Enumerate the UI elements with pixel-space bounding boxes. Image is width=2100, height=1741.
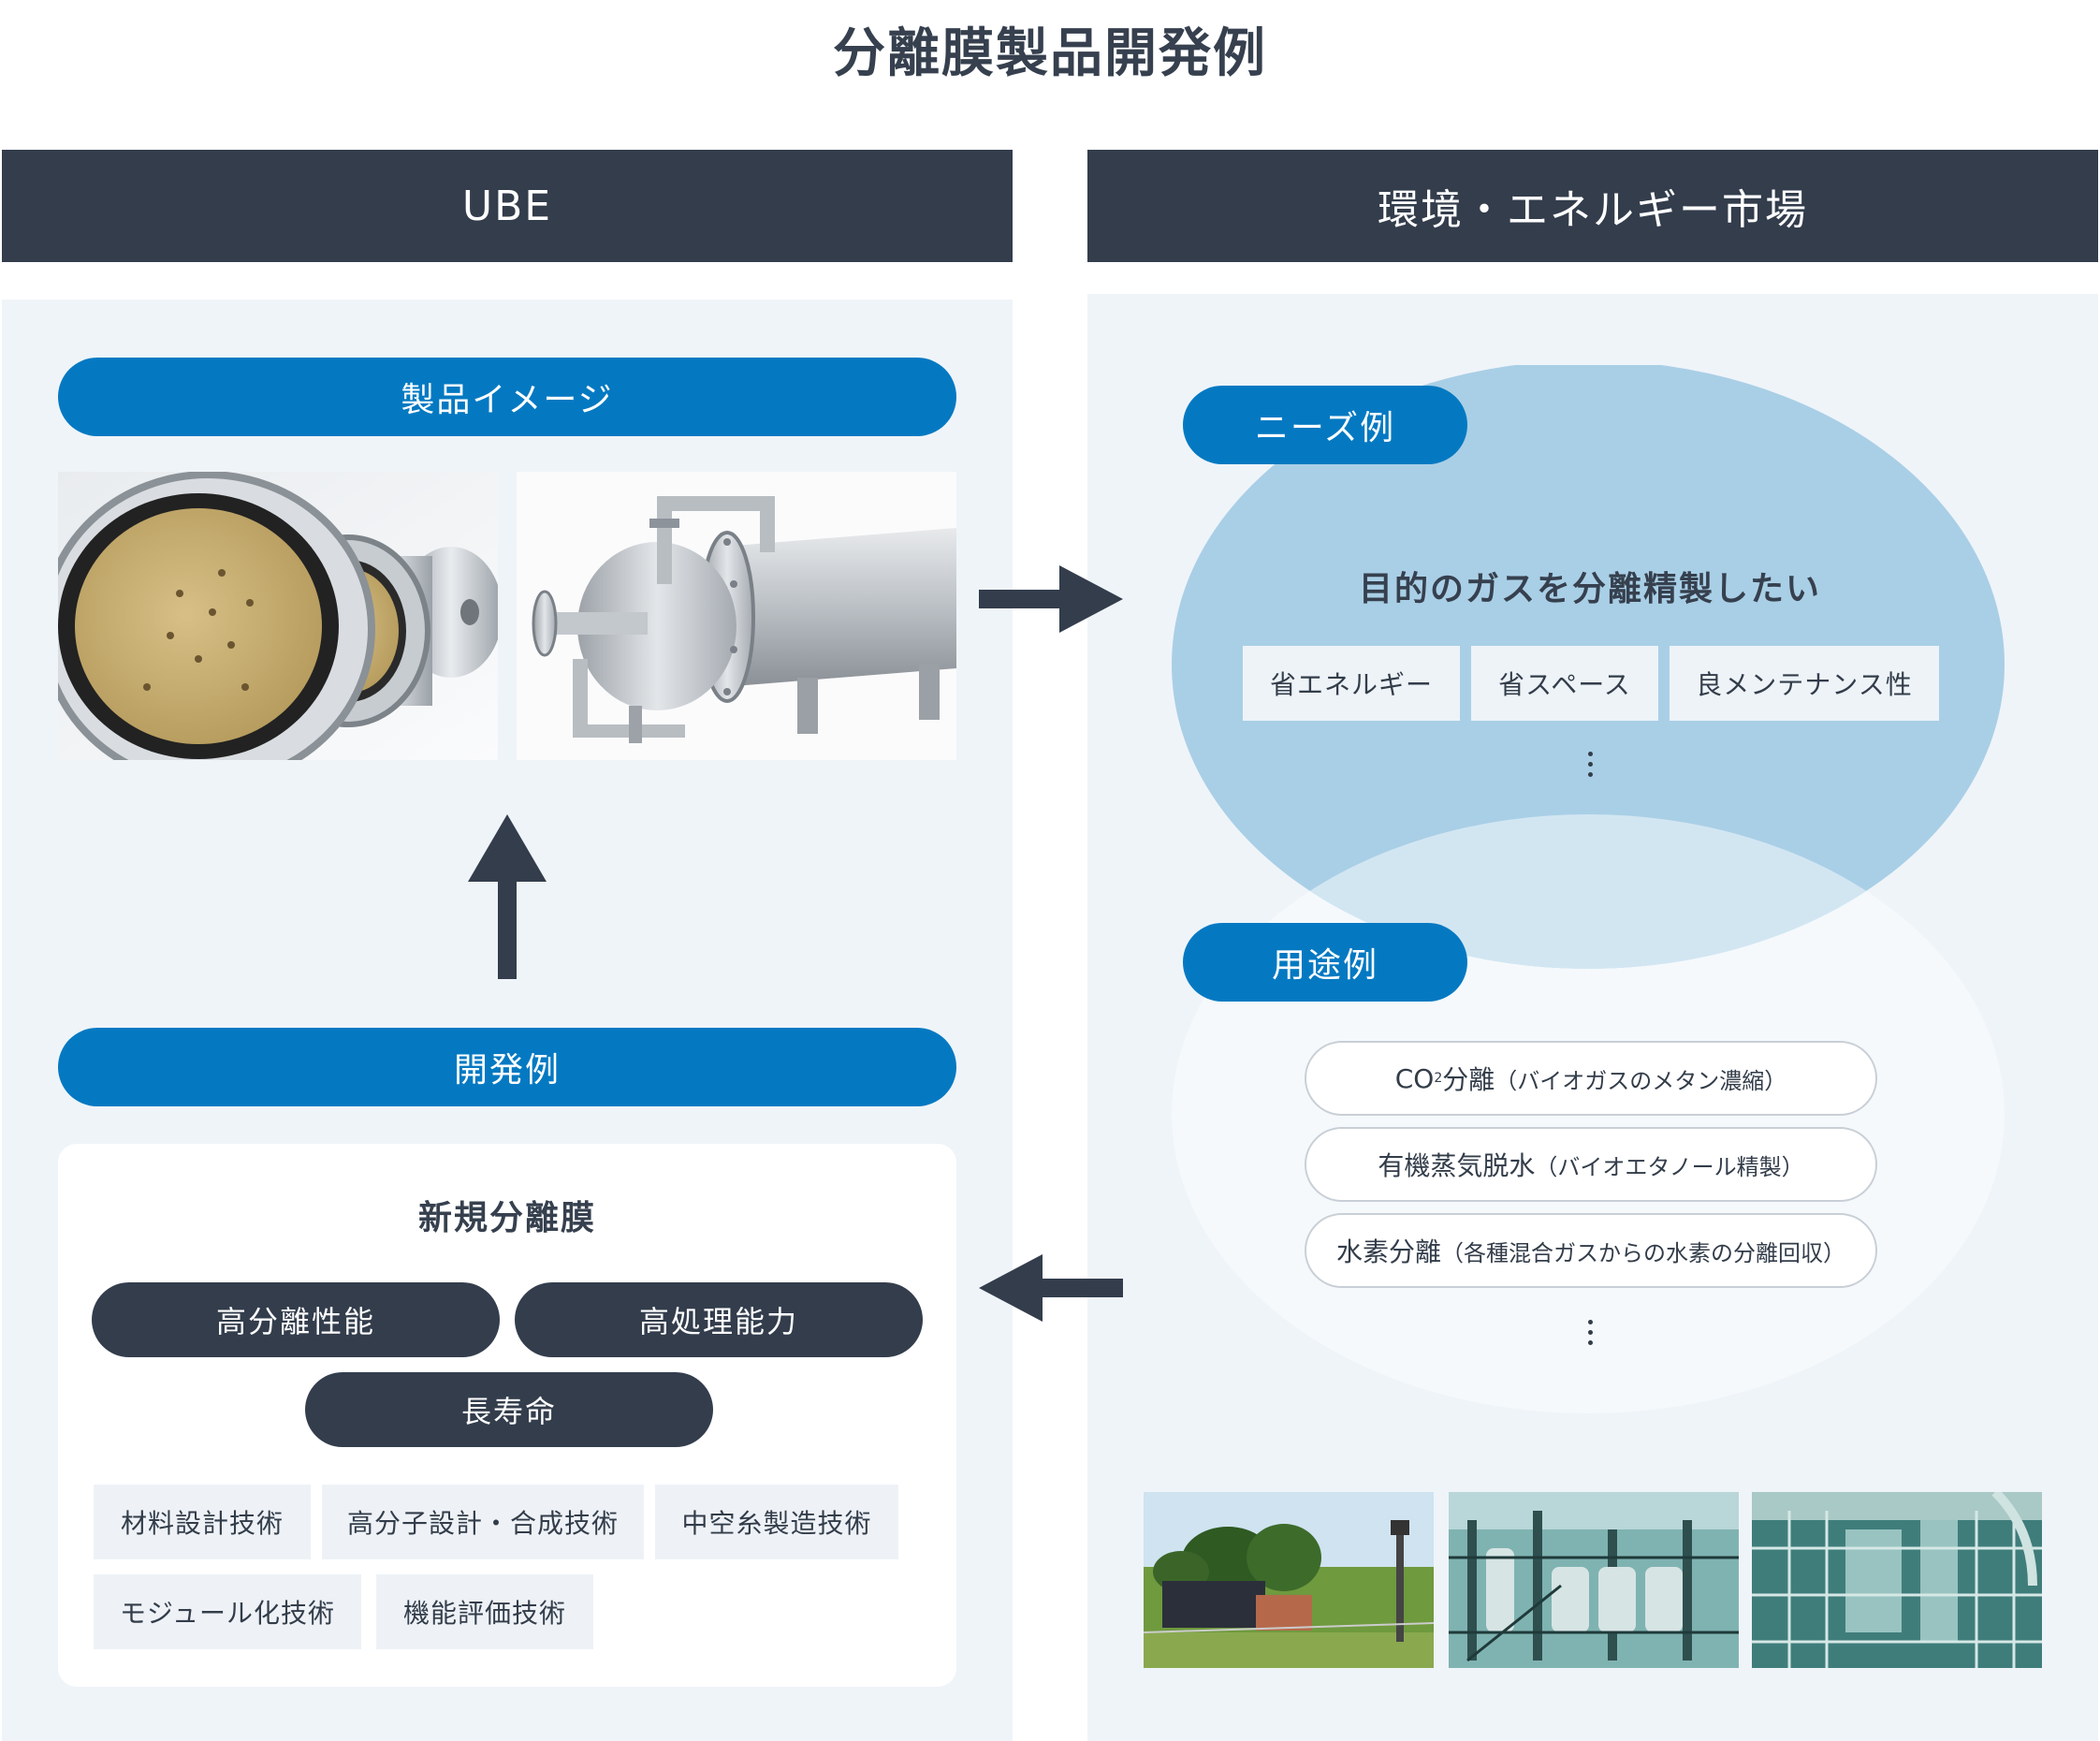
use-label: 用途例 [1183,923,1467,1002]
arrow-up-icon [468,814,547,979]
use-main: 水素分離 [1335,1236,1441,1267]
needs-title: 目的のガスを分離精製したい [1358,570,1821,608]
tech-polymer-synthesis: 高分子設計・合成技術 [322,1485,644,1559]
need-maintenance: 良メンテナンス性 [1670,646,1939,721]
feature-high-throughput: 高処理能力 [515,1282,923,1357]
dev-example-label: 開発例 [58,1028,956,1106]
membrane-module-photo [517,472,956,760]
tech-material-design: 材料設計技術 [94,1485,311,1559]
feature-long-life: 長寿命 [305,1372,713,1447]
use-note: （バイオガスのメタン濃縮） [1495,1067,1787,1094]
use-prefix: CO [1394,1062,1435,1094]
tech-hollow-fiber: 中空糸製造技術 [655,1485,898,1559]
use-organic-vapor-dehydration: 有機蒸気脱水（バイオエタノール精製） [1305,1127,1877,1202]
vertical-ellipsis-icon [1586,752,1594,783]
needs-label: ニーズ例 [1183,386,1467,464]
ube-header: UBE [2,150,1013,262]
page-title: 分離膜製品開発例 [833,23,1267,84]
market-header: 環境・エネルギー市場 [1087,150,2098,262]
use-hydrogen-separation: 水素分離（各種混合ガスからの水素の分離回収） [1305,1213,1877,1288]
membrane-element-photo [58,472,498,760]
use-main: 有機蒸気脱水 [1378,1150,1536,1181]
use-note: （各種混合ガスからの水素の分離回収） [1441,1239,1845,1266]
tech-modularization: モジュール化技術 [94,1574,361,1649]
use-subscript: 2 [1434,1071,1443,1086]
vertical-ellipsis-icon [1586,1320,1594,1351]
hydrogen-plant-photo [1752,1492,2042,1668]
feature-high-separation: 高分離性能 [92,1282,500,1357]
arrow-left-icon [979,1254,1123,1322]
new-membrane-title: 新規分離膜 [417,1199,596,1237]
product-image-label: 製品イメージ [58,358,956,436]
use-main: 分離 [1442,1064,1495,1095]
use-note: （バイオエタノール精製） [1535,1153,1804,1180]
tech-evaluation: 機能評価技術 [376,1574,593,1649]
ethanol-plant-photo [1449,1492,1739,1668]
arrow-right-icon [979,565,1123,633]
biogas-site-photo [1144,1492,1434,1668]
need-energy-saving: 省エネルギー [1243,646,1460,721]
need-space-saving: 省スペース [1471,646,1658,721]
